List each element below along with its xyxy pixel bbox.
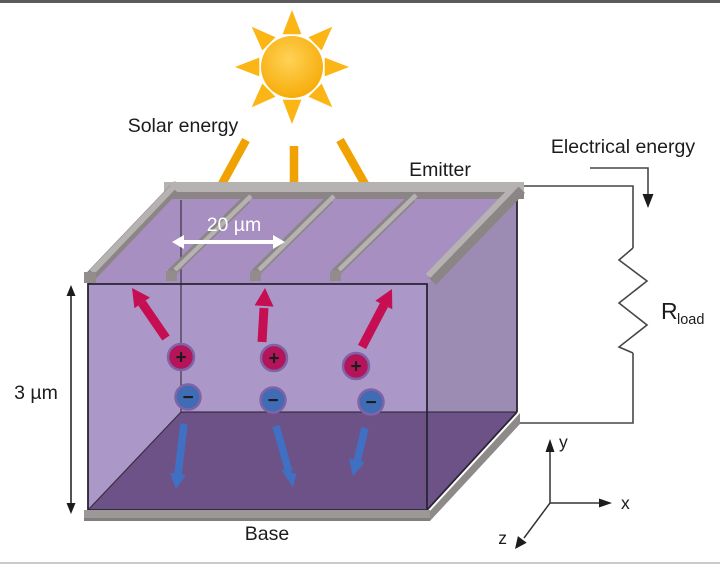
solar-energy-label: Solar energy [128,115,239,137]
z-axis-line [523,502,551,539]
external-circuit [518,167,654,424]
bottom-right-edge [426,411,518,511]
sun-ray-icon [282,10,302,35]
minus-symbol: − [365,393,376,414]
grid-finger-top [173,194,253,272]
sun-core-icon [261,36,323,98]
y-axis-label: y [559,432,568,452]
circuit-wire-top [518,185,634,248]
dimension-top-head-icon [66,285,76,296]
sun-ray-icon [308,26,333,51]
hole-arrow-head-icon [132,288,150,309]
base-plate-shadow [84,518,430,521]
energy-flow-arrow-line [590,167,649,195]
thickness-dimension: 3 µm [14,285,76,514]
minus-symbol: − [267,391,278,412]
hole-arrow [358,302,388,350]
grid-finger-cap [250,271,261,281]
right-rail-side [428,185,525,285]
solar-cell-box [87,187,518,511]
negative-charge-icon [174,383,202,411]
bottom-window-border [0,562,720,564]
base-plate-side [430,413,520,521]
z-axis-head-icon [515,536,527,549]
coordinate-axes: y x z [498,432,630,549]
back-rail-top [164,182,524,192]
negative-charge-icon [357,388,385,416]
interior-left-bottom-edge [87,411,182,511]
x-axis-head-icon [599,498,612,508]
x-axis-label: x [621,493,630,513]
plus-symbol: + [268,349,279,370]
electron-arrow [272,424,293,474]
emitter-label: Emitter [409,159,471,181]
electron-arrow [174,423,188,475]
thickness-label: 3 µm [14,382,58,404]
minus-symbol: − [182,388,193,409]
left-rail-cap [84,272,96,283]
left-rail-top [89,180,180,275]
dimension-bottom-head-icon [66,503,76,514]
grid-spacing-dimension: 20 µm [172,214,285,249]
plus-symbol: + [175,348,186,369]
base-label: Base [245,523,289,545]
sun-icon [235,10,349,124]
grid-finger-cap [330,271,341,281]
sun-ray-icon [251,83,276,108]
base-contact-plate [84,413,520,521]
back-rail-side [164,192,524,199]
energy-flow-arrow-head-icon [642,194,654,208]
positive-charge-icon [341,351,371,381]
hole-arrow-head-icon [254,288,274,307]
dimension-arrow-right-head-icon [273,235,285,249]
grid-finger-top [257,194,336,272]
negative-charge-icon [259,386,287,414]
z-axis-label: z [498,528,507,548]
hole-arrow [257,307,269,343]
positive-charge-icon [166,342,196,372]
sun-ray-icon [251,26,276,51]
positive-charge-icon [259,343,289,373]
electron-arrow-head-icon [170,473,186,489]
grid-finger-cap [166,271,177,281]
box-interior-edges [87,200,517,511]
circuit-wire-bottom [518,353,634,424]
hole-arrow-head-icon [375,289,393,310]
electron-arrow [353,427,369,463]
charge-carriers: + + + − − − [132,288,393,489]
y-axis-head-icon [545,439,555,452]
electrical-energy-label: Electrical energy [551,136,695,158]
top-window-border [0,0,720,3]
sun-ray-icon [282,99,302,124]
sun-ray-icon [324,57,349,77]
resistor-icon [617,247,649,354]
resistor-label: R [661,298,678,324]
resistor-label-subscript: load [677,312,704,328]
plus-symbol: + [350,357,361,378]
electron-arrow-head-icon [281,469,297,487]
hole-arrow [138,300,170,341]
right-rail-top [425,181,520,279]
grid-spacing-label: 20 µm [207,214,262,236]
grid-finger-top [337,193,418,272]
box-interior-floor [88,412,427,510]
electron-arrow-head-icon [349,458,365,476]
box-top-face [88,188,517,284]
base-plate-front [84,510,430,521]
emitter-grid [84,180,525,285]
sun-ray-icon [308,83,333,108]
dimension-arrow-left-head-icon [172,235,184,249]
sun-ray-icon [235,57,260,77]
